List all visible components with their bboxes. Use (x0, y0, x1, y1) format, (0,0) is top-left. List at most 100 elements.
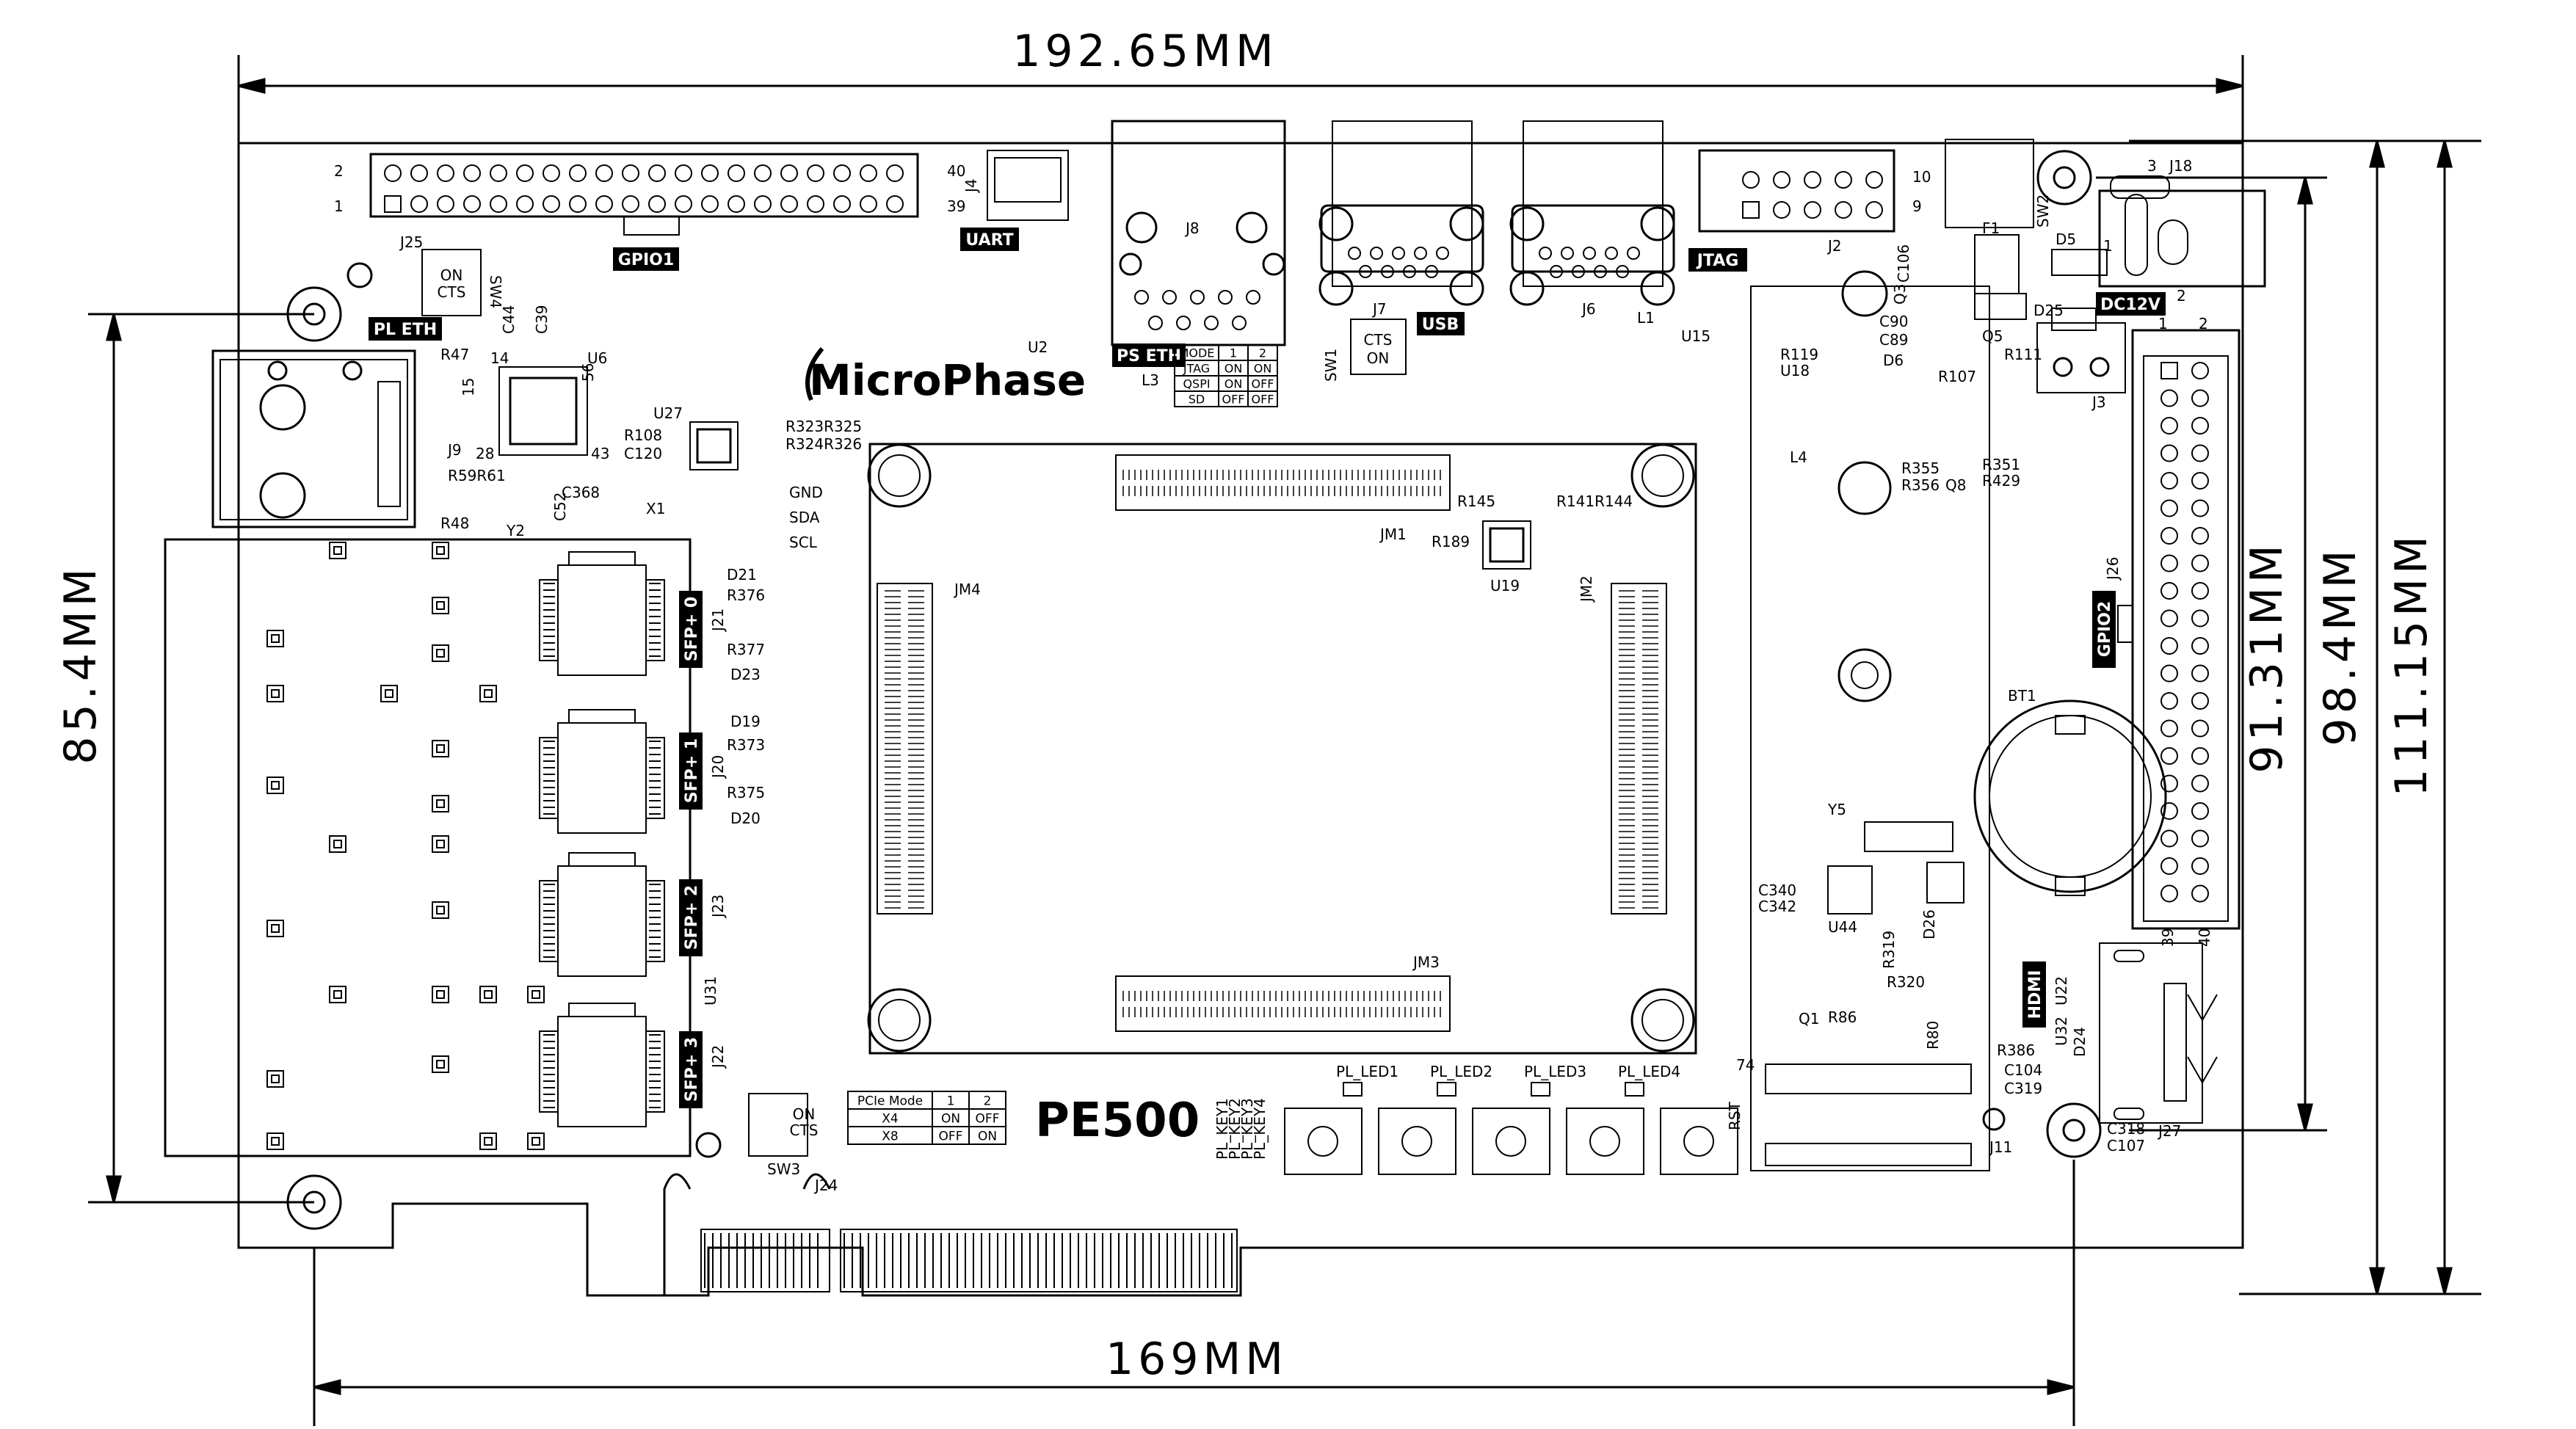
i2c-label-gnd: GND (789, 484, 823, 501)
sw4-switch-cts: CTS (438, 283, 466, 301)
key-label-3: PL_KEY3 (1238, 1098, 1256, 1160)
dimension-height-right-lines (2096, 139, 2481, 1295)
boot-table-cell-r0-c2: 2 (1259, 346, 1266, 360)
ref-y5: Y5 (1827, 801, 1846, 818)
ref-num-3-j18: 3 (2147, 157, 2157, 175)
pcie-table-cell-r0-c1: 1 (947, 1094, 955, 1109)
ref-c342: C342 (1758, 898, 1796, 915)
ref-q8: Q8 (1945, 476, 1966, 494)
boot-table-cell-r1-c0: JTAG (1183, 361, 1210, 375)
ref-num-9-jtag: 9 (1912, 197, 1922, 215)
dimension-height-right-3: 111.15MM (2386, 531, 2437, 796)
dimension-width-top-lines (237, 55, 2244, 143)
ref-c368: C368 (562, 484, 600, 501)
hdmi-connector (2099, 942, 2203, 1124)
ref-c52: C52 (551, 492, 569, 521)
ref-j24: J24 (813, 1177, 838, 1194)
ref-l1: L1 (1637, 309, 1655, 327)
dimension-height-left-lines (88, 313, 314, 1204)
ref-r59: R59R61 (448, 467, 506, 484)
ref-j25: J25 (399, 233, 423, 251)
sw1-switch-on: ON (1367, 349, 1390, 367)
dimension-width-bottom-lines (313, 1160, 2075, 1426)
svg-text:SFP+ 3: SFP+ 3 (683, 1037, 701, 1102)
tag-gpio2: GPIO2 (2092, 591, 2116, 668)
ref-d24: D24 (2071, 1027, 2089, 1057)
ref-num-15-u6: 15 (460, 378, 477, 396)
usb-connector-j7 (1318, 120, 1484, 306)
btb-connector-jm2 (1611, 583, 1667, 915)
tag-uart: UART (960, 228, 1019, 251)
ref-r107: R107 (1938, 368, 1976, 385)
svg-text:UART: UART (965, 231, 1013, 250)
ref-sw3: SW3 (767, 1160, 800, 1178)
ref-u27: U27 (653, 404, 683, 422)
ref-d25: D25 (2033, 302, 2064, 319)
ref-r86: R86 (1828, 1008, 1857, 1026)
ref-num-14-u6: 14 (490, 349, 509, 367)
svg-text:DC12V: DC12V (2100, 296, 2160, 314)
sfp-cage-outline (164, 538, 692, 1157)
ref-j7: J7 (1371, 300, 1387, 318)
ref-num-10-jtag: 10 (1912, 168, 1931, 186)
ref-j26: J26 (2104, 557, 2122, 581)
ref-r320: R320 (1887, 973, 1925, 991)
ref-u6: U6 (587, 349, 607, 367)
pcie-table-cell-r0-c2: 2 (984, 1094, 992, 1109)
ref-c318: C318 (2107, 1120, 2145, 1138)
ref-num-1-dc: 1 (2103, 237, 2113, 255)
mounting-hole-top-right (2036, 150, 2092, 206)
ref-num-39: 39 (2159, 928, 2177, 947)
tag-jtag: JTAG (1688, 248, 1747, 272)
ref-u32: U32 (2053, 1017, 2070, 1046)
rj45-pl-eth-body (211, 349, 416, 528)
ref-j9: J9 (446, 441, 462, 459)
ref-u22: U22 (2053, 976, 2070, 1006)
tag-sfp-0: SFP+ 0 (679, 591, 703, 668)
ref-jm2: JM2 (1578, 575, 1595, 603)
pcie-table-cell-r1-c0: X4 (882, 1112, 898, 1127)
ref-c319: C319 (2004, 1080, 2042, 1097)
coin-battery-bt1 (1973, 699, 2167, 896)
ref-num-2-dc: 2 (2177, 287, 2186, 305)
ref-j6: J6 (1581, 300, 1596, 318)
boot-table-cell-r0-c1: 1 (1230, 346, 1237, 360)
mounting-hole-bottom-right (2046, 1102, 2102, 1158)
sw2-power-switch (1945, 139, 2034, 228)
ref-num-40-j4: 40 (947, 162, 965, 180)
ref-r80: R80 (1924, 1021, 1942, 1050)
pcie-edge-fingers-outline (663, 1173, 831, 1295)
i2c-label-sda: SDA (789, 509, 820, 526)
ref-c90: C90 (1879, 313, 1908, 330)
ref-d19: D19 (730, 713, 761, 730)
svg-text:JTAG: JTAG (1696, 252, 1739, 270)
u19-chip (1482, 520, 1531, 570)
ref-jm4: JM4 (953, 581, 981, 598)
ref-num-1-gpio2: 1 (2158, 315, 2168, 332)
svg-text:PS ETH: PS ETH (1117, 347, 1181, 366)
svg-text:GPIO2: GPIO2 (2096, 601, 2114, 657)
ref-j2: J2 (1826, 237, 1842, 255)
ref-c120: C120 (624, 445, 662, 462)
ref-num-2-gpio2: 2 (2199, 315, 2208, 332)
board-model-label: PE500 (1035, 1094, 1200, 1148)
boot-table-cell-r3-c1: OFF (1222, 392, 1245, 406)
ref-j20: J20 (709, 755, 727, 779)
ref-u31: U31 (702, 976, 719, 1006)
ref-r375: R375 (727, 784, 765, 801)
ref-c107: C107 (2107, 1137, 2145, 1155)
led-label-4: PL_LED4 (1618, 1063, 1680, 1080)
ref-d23: D23 (730, 666, 761, 683)
pcie-gold-fingers (700, 1229, 1238, 1292)
boot-table-cell-r2-c1: ON (1224, 377, 1243, 390)
reset-label: RST (1726, 1101, 1744, 1130)
tag-sfp-1: SFP+ 1 (679, 732, 703, 810)
ref-r356: R356 (1901, 476, 1940, 494)
m2-slot-outline (1750, 286, 1990, 1171)
ref-f1: F1 (1982, 219, 2000, 237)
led-label-2: PL_LED2 (1430, 1063, 1492, 1080)
ref-d20: D20 (730, 810, 761, 827)
ref-r324: R324R326 (786, 435, 862, 453)
